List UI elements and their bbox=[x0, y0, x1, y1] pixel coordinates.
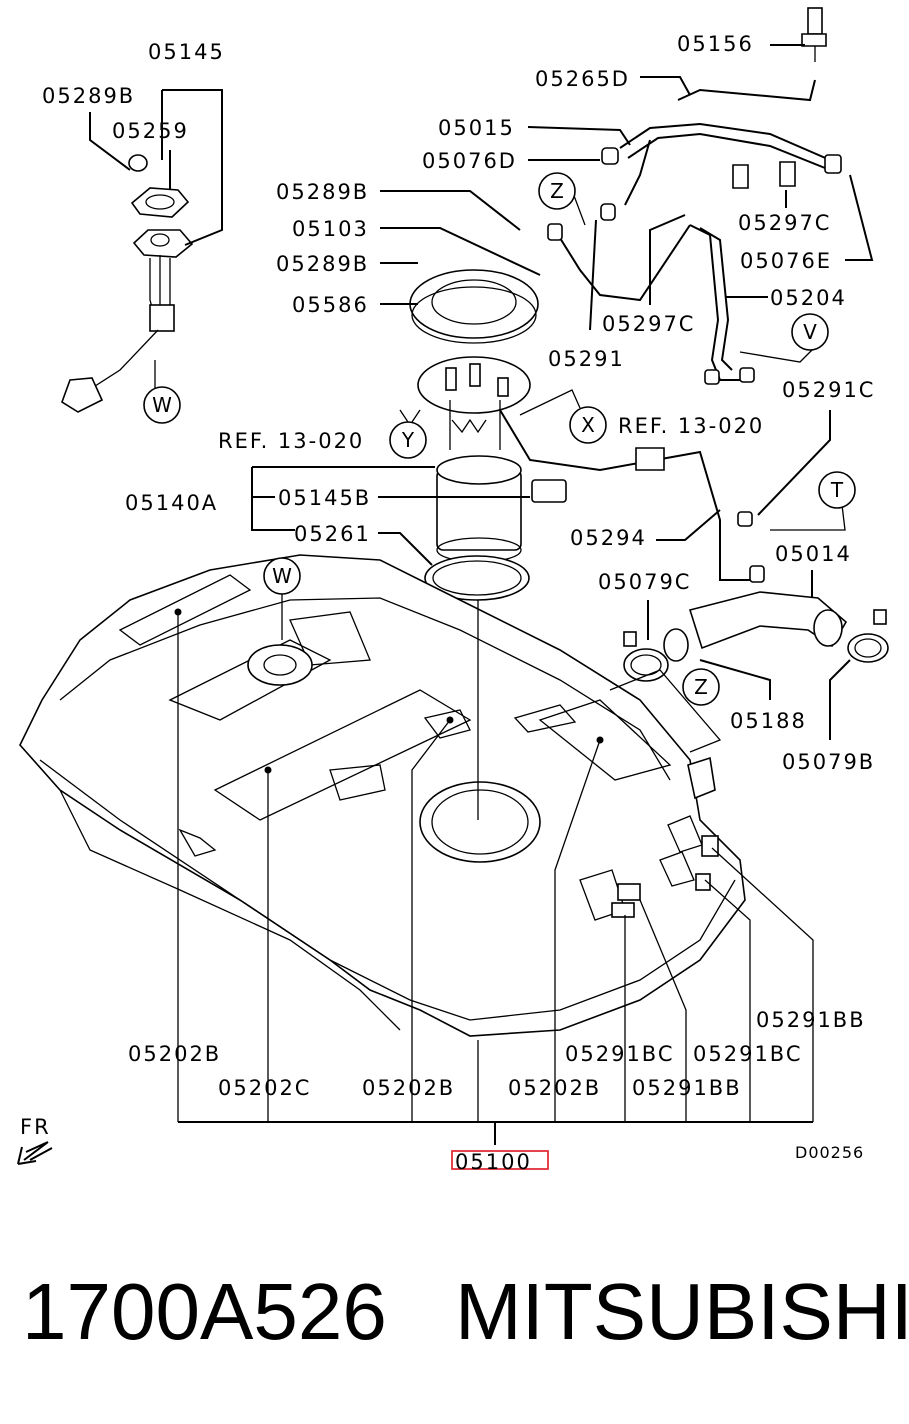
callout-v: V bbox=[803, 320, 817, 344]
label-05145[interactable]: 05145 bbox=[148, 40, 225, 64]
label-05291bb-bottom[interactable]: 05291BB bbox=[632, 1076, 742, 1100]
label-05076e[interactable]: 05076E bbox=[740, 249, 832, 273]
label-05076d[interactable]: 05076D bbox=[422, 149, 517, 173]
callout-t: T bbox=[830, 478, 844, 502]
bottom-caption: 1700A526 MITSUBISHI bbox=[0, 1262, 909, 1372]
label-05294[interactable]: 05294 bbox=[570, 526, 647, 550]
callout-z-top: Z bbox=[550, 179, 564, 203]
label-05265d[interactable]: 05265D bbox=[535, 67, 630, 91]
label-05079c[interactable]: 05079C bbox=[598, 570, 691, 594]
callout-w-tank: W bbox=[272, 564, 292, 588]
label-05145b[interactable]: 05145B bbox=[278, 486, 371, 510]
callout-w-top: W bbox=[152, 393, 172, 417]
callout-y: Y bbox=[401, 428, 415, 452]
label-05289b-sender[interactable]: 05289B bbox=[42, 84, 135, 108]
label-05291c[interactable]: 05291C bbox=[782, 378, 875, 402]
label-ref-x[interactable]: REF. 13-020 bbox=[618, 414, 764, 438]
fuel-sender-unit-drawing bbox=[61, 154, 194, 413]
label-05291[interactable]: 05291 bbox=[548, 347, 625, 371]
part-labels: 05145 05289B 05259 05156 05265D 05015 05… bbox=[17, 32, 875, 1174]
label-05289b-top[interactable]: 05289B bbox=[276, 180, 369, 204]
callout-circles: W W Z Z V X Y T bbox=[143, 172, 856, 706]
label-05586[interactable]: 05586 bbox=[292, 293, 369, 317]
label-05259[interactable]: 05259 bbox=[112, 119, 189, 143]
label-05204[interactable]: 05204 bbox=[770, 286, 847, 310]
label-05014[interactable]: 05014 bbox=[775, 542, 852, 566]
fuel-tank-drawing bbox=[19, 554, 746, 1037]
brand-name: MITSUBISHI bbox=[455, 1267, 909, 1356]
label-05297c-top[interactable]: 05297C bbox=[738, 211, 831, 235]
filler-hose-drawing bbox=[623, 591, 889, 682]
callout-x: X bbox=[581, 413, 595, 437]
leader-lines bbox=[89, 44, 874, 1145]
label-05291bc-right[interactable]: 05291BC bbox=[693, 1042, 803, 1066]
label-05103[interactable]: 05103 bbox=[292, 217, 369, 241]
label-05202b-right[interactable]: 05202B bbox=[508, 1076, 601, 1100]
label-05291bc-left[interactable]: 05291BC bbox=[565, 1042, 675, 1066]
label-05202c[interactable]: 05202C bbox=[218, 1076, 311, 1100]
diagram-code: D00256 bbox=[795, 1143, 864, 1162]
label-05202b-mid[interactable]: 05202B bbox=[362, 1076, 455, 1100]
vent-pipes-drawing bbox=[547, 7, 842, 385]
highlight-box bbox=[451, 1150, 549, 1170]
fuel-pump-module-drawing bbox=[409, 269, 765, 601]
front-direction-label: FR bbox=[20, 1115, 51, 1139]
label-05261[interactable]: 05261 bbox=[294, 522, 371, 546]
label-05202b-left[interactable]: 05202B bbox=[128, 1042, 221, 1066]
label-05079b[interactable]: 05079B bbox=[782, 750, 875, 774]
label-05289b-mid[interactable]: 05289B bbox=[276, 252, 369, 276]
label-05140a[interactable]: 05140A bbox=[125, 491, 218, 515]
label-05156[interactable]: 05156 bbox=[677, 32, 754, 56]
callout-z-tank: Z bbox=[694, 675, 708, 699]
label-ref-y[interactable]: REF. 13-020 bbox=[218, 429, 364, 453]
front-arrow-icon bbox=[17, 1141, 53, 1165]
label-05291bb-right[interactable]: 05291BB bbox=[756, 1008, 866, 1032]
label-05015[interactable]: 05015 bbox=[438, 116, 515, 140]
label-05188[interactable]: 05188 bbox=[730, 709, 807, 733]
label-05100-highlighted[interactable]: 05100 bbox=[455, 1150, 532, 1174]
part-number: 1700A526 bbox=[22, 1267, 387, 1356]
label-05297c-bottom[interactable]: 05297C bbox=[602, 312, 695, 336]
